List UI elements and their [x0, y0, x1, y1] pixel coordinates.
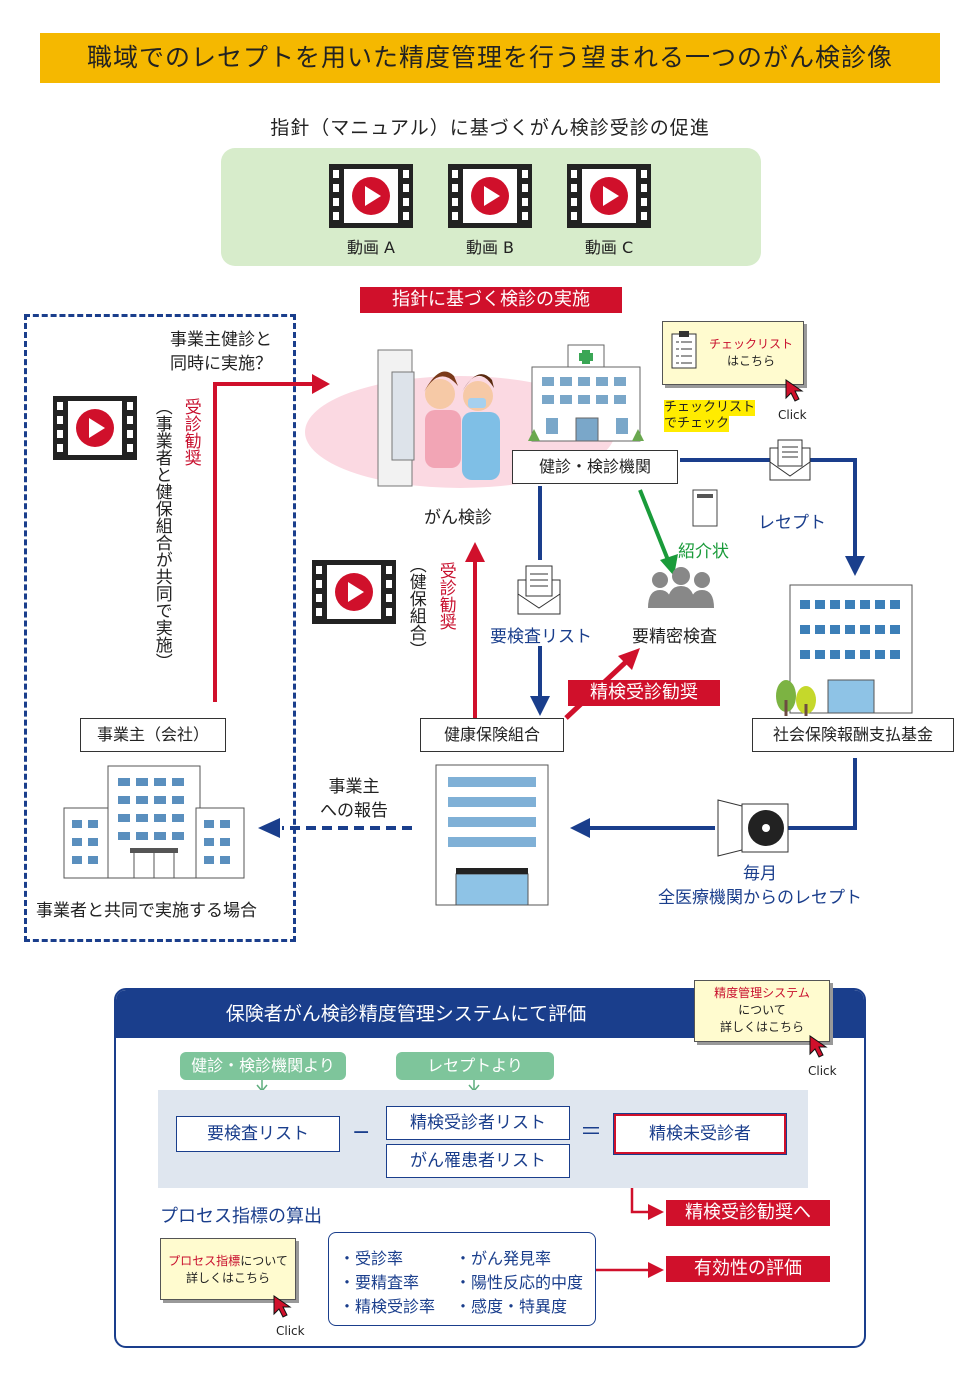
- indicator-item: ・陽性反応的中度: [455, 1273, 584, 1292]
- report-label: 事業主 への報告: [314, 775, 394, 823]
- system-click-label[interactable]: Click: [808, 1064, 837, 1078]
- evaluation-header-title: 保険者がん検診精度管理システムにて評価: [225, 1003, 587, 1025]
- equals-sign: ＝: [580, 1120, 603, 1145]
- employer-video-icon[interactable]: [53, 396, 137, 460]
- pill-facility: 健診・検診機関より: [180, 1052, 346, 1080]
- process-note-part2: について: [240, 1254, 288, 1268]
- hospital-building-icon: [528, 344, 644, 442]
- union-building-icon: [435, 764, 549, 906]
- unexamined-box: 精検未受診者: [613, 1113, 787, 1155]
- exam-list-envelope-icon: [517, 565, 561, 615]
- receipt-envelope-icon: [769, 439, 811, 481]
- detailed-exam-label: 要精密検査: [632, 627, 717, 647]
- minus-sign: −: [352, 1120, 371, 1145]
- cursor-icon: [785, 379, 804, 402]
- process-note[interactable]: プロセス指標について 詳しくはこちら: [160, 1238, 296, 1300]
- facility-box: 健診・検診機関: [512, 450, 678, 484]
- indicator-item: ・受診率: [339, 1249, 404, 1268]
- recommend-employer-text: 受診勧奨: [180, 398, 201, 466]
- system-note[interactable]: 精度管理システム について 詳しくはこちら: [694, 980, 830, 1042]
- followup-list-box: 精検受診者リスト: [386, 1106, 570, 1140]
- union-box: 健康保険組合: [420, 718, 564, 752]
- checklist-note-line2: はこちら: [726, 354, 775, 368]
- indicator-item: ・感度・特異度: [455, 1297, 568, 1316]
- referral-letter-icon: [692, 489, 718, 527]
- checklist-click-label[interactable]: Click: [778, 408, 807, 422]
- process-cursor-icon: [273, 1295, 292, 1318]
- fund-building-icon: [776, 584, 913, 716]
- checklist-note-line1: チェックリスト: [708, 337, 793, 351]
- video-panel: 動画 A 動画 B 動画 C: [221, 148, 761, 266]
- mammography-illustration-icon: [377, 349, 500, 487]
- system-note-line1: 精度管理システム: [714, 986, 810, 1000]
- indicator-item: ・要精査率: [339, 1273, 420, 1292]
- subtitle: 指針（マニュアル）に基づくがん検診受診の促進: [270, 117, 710, 139]
- checklist-caption: チェックリスト でチェック: [664, 400, 756, 432]
- clipboard-icon: [671, 331, 697, 369]
- disc-receipt-icon: [717, 799, 789, 857]
- video-c-label: 動画 C: [584, 238, 634, 257]
- employer-question-line2: 同時に実施？: [170, 354, 272, 374]
- system-cursor-icon: [809, 1035, 828, 1058]
- joint-caption: 事業者と共同で実施する場合: [36, 901, 257, 921]
- pill-receipt: レセプトより: [396, 1052, 554, 1080]
- employer-question-line1: 事業主健診と: [170, 330, 272, 350]
- checklist-caption-line1: チェックリスト: [664, 400, 756, 416]
- checklist-note[interactable]: チェックリスト はこちら: [662, 321, 804, 385]
- process-note-part1: プロセス指標: [168, 1254, 241, 1268]
- fund-box: 社会保険報酬支払基金: [752, 718, 954, 752]
- monthly-label: 毎月 全医療機関からのレセプト: [620, 862, 900, 910]
- page-title: 職域でのレセプトを用いた精度管理を行う望まれる一つのがん検診像: [86, 43, 893, 72]
- recommend-union-text: 受診勧奨: [435, 562, 456, 630]
- video-a-icon[interactable]: [329, 164, 413, 228]
- video-a-label: 動画 A: [346, 238, 396, 257]
- indicator-item: ・精検受診率: [339, 1297, 436, 1316]
- referral-label: 紹介状: [678, 542, 729, 562]
- title-bar: 職域でのレセプトを用いた精度管理を行う望まれる一つのがん検診像: [40, 33, 940, 83]
- checklist-caption-line2: でチェック: [664, 416, 730, 432]
- cancer-list-box: がん罹患者リスト: [386, 1144, 570, 1178]
- cancer-screening-label: がん検診: [424, 508, 492, 528]
- employer-question: 事業主健診と 同時に実施？: [170, 328, 272, 376]
- implementation-tag: 指針に基づく検診の実施: [360, 287, 622, 313]
- system-note-line3: 詳しくはこちら: [719, 1020, 804, 1034]
- recommend-union-note: （健保組合）: [405, 556, 426, 658]
- indicator-list: ・受診率 ・がん発見率 ・要精査率 ・陽性反応的中度 ・精検受診率 ・感度・特異…: [328, 1232, 596, 1326]
- followup-tag: 精検受診勧奨: [568, 680, 720, 706]
- company-building-icon: [63, 765, 245, 879]
- report-line1: 事業主: [328, 777, 380, 797]
- monthly-line1: 毎月: [743, 864, 777, 884]
- effectiveness-tag: 有効性の評価: [666, 1256, 830, 1282]
- people-group-icon: [648, 567, 714, 608]
- process-click-label[interactable]: Click: [276, 1324, 305, 1338]
- video-b-icon[interactable]: [448, 164, 532, 228]
- to-recommend-tag: 精検受診勧奨へ: [666, 1200, 830, 1226]
- recommend-employer-note: （事業者と健保組合が共同で実施）: [151, 398, 172, 670]
- report-line2: への報告: [320, 801, 388, 821]
- employer-joint-region: [24, 314, 296, 942]
- receipt-label: レセプト: [758, 513, 826, 533]
- union-video-icon[interactable]: [312, 560, 396, 624]
- monthly-line2: 全医療機関からのレセプト: [658, 888, 862, 908]
- system-note-line2: について: [738, 1003, 786, 1017]
- process-title: プロセス指標の算出: [160, 1206, 322, 1227]
- video-c-icon[interactable]: [567, 164, 651, 228]
- indicator-item: ・がん発見率: [455, 1249, 552, 1268]
- exam-list-label: 要検査リスト: [490, 627, 592, 647]
- exam-list-box: 要検査リスト: [176, 1116, 340, 1152]
- video-b-label: 動画 B: [465, 238, 515, 257]
- process-note-line2: 詳しくはこちら: [185, 1271, 270, 1285]
- employer-box: 事業主（会社）: [80, 718, 226, 752]
